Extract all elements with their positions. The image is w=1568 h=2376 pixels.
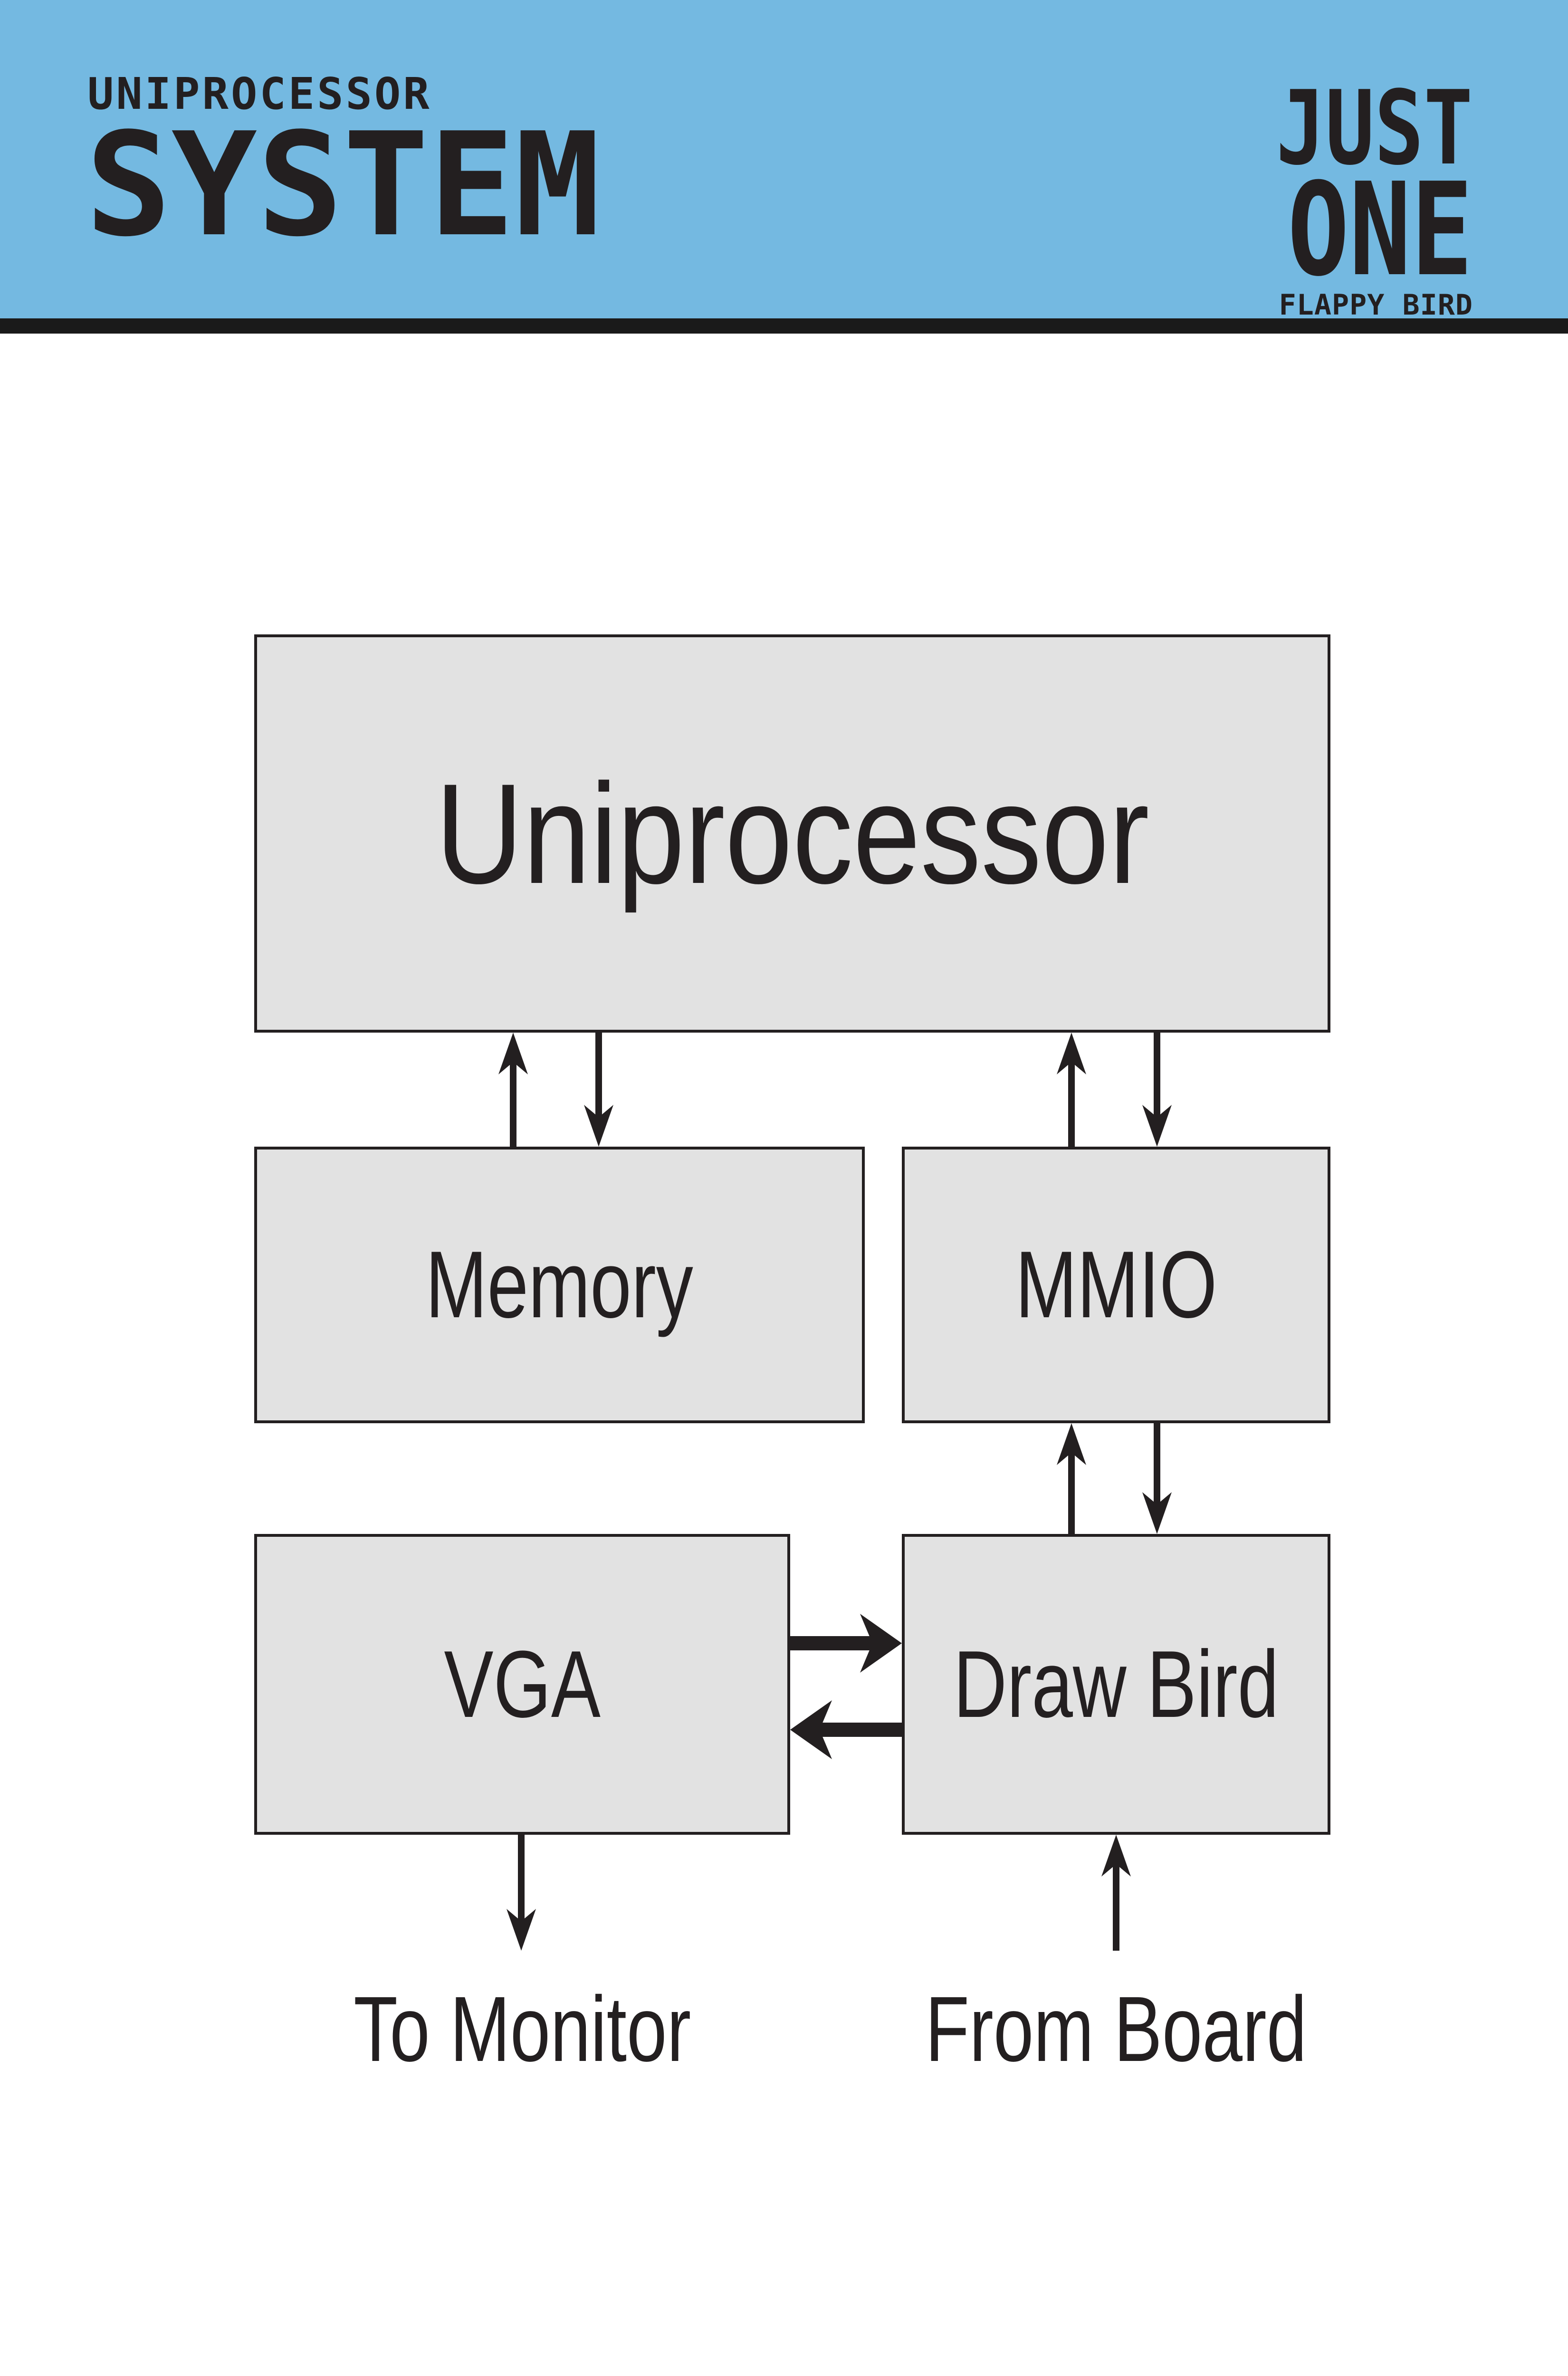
arrow-draw-bird-to-vga: [790, 1700, 902, 1759]
draw-bird-label: Draw Bird: [953, 1631, 1279, 1737]
to-monitor-label: To Monitor: [353, 1977, 691, 2081]
arrow-mmio-to-uniprocessor: [1057, 1033, 1086, 1147]
arrow-uniprocessor-to-memory: [584, 1033, 613, 1147]
header-divider: [0, 318, 1568, 334]
uniprocessor-label: Uniprocessor: [435, 754, 1149, 913]
arrow-mmio-to-draw-bird: [1142, 1423, 1172, 1534]
arrow-draw-bird-to-mmio: [1057, 1423, 1086, 1534]
arrow-memory-to-uniprocessor: [498, 1033, 528, 1147]
header-subtitle: UNIPROCESSOR: [87, 68, 432, 119]
from-board-label: From Board: [925, 1977, 1307, 2081]
mmio-box: MMIO: [902, 1147, 1330, 1423]
from-board-label-wrap: From Board: [902, 1972, 1330, 2086]
draw-bird-box: Draw Bird: [902, 1534, 1330, 1835]
arrow-vga-to-monitor: [507, 1835, 536, 1951]
arrow-vga-to-draw-bird: [790, 1614, 902, 1673]
mmio-label: MMIO: [1015, 1232, 1217, 1338]
arrow-board-to-draw-bird: [1101, 1835, 1131, 1951]
uniprocessor-box: Uniprocessor: [254, 634, 1330, 1033]
memory-box: Memory: [254, 1147, 865, 1423]
vga-box: VGA: [254, 1534, 790, 1835]
arrow-uniprocessor-to-mmio: [1142, 1033, 1172, 1147]
header-banner: UNIPROCESSOR SYSTEM JUST ONE FLAPPY BIRD: [0, 0, 1568, 322]
header-title: SYSTEM: [86, 102, 601, 268]
badge-flappy-bird: FLAPPY BIRD: [1279, 288, 1473, 322]
badge-just: JUST: [1276, 68, 1473, 188]
to-monitor-label-wrap: To Monitor: [254, 1972, 790, 2086]
memory-label: Memory: [425, 1232, 694, 1338]
badge-one: ONE: [1287, 155, 1473, 305]
vga-label: VGA: [444, 1631, 601, 1737]
